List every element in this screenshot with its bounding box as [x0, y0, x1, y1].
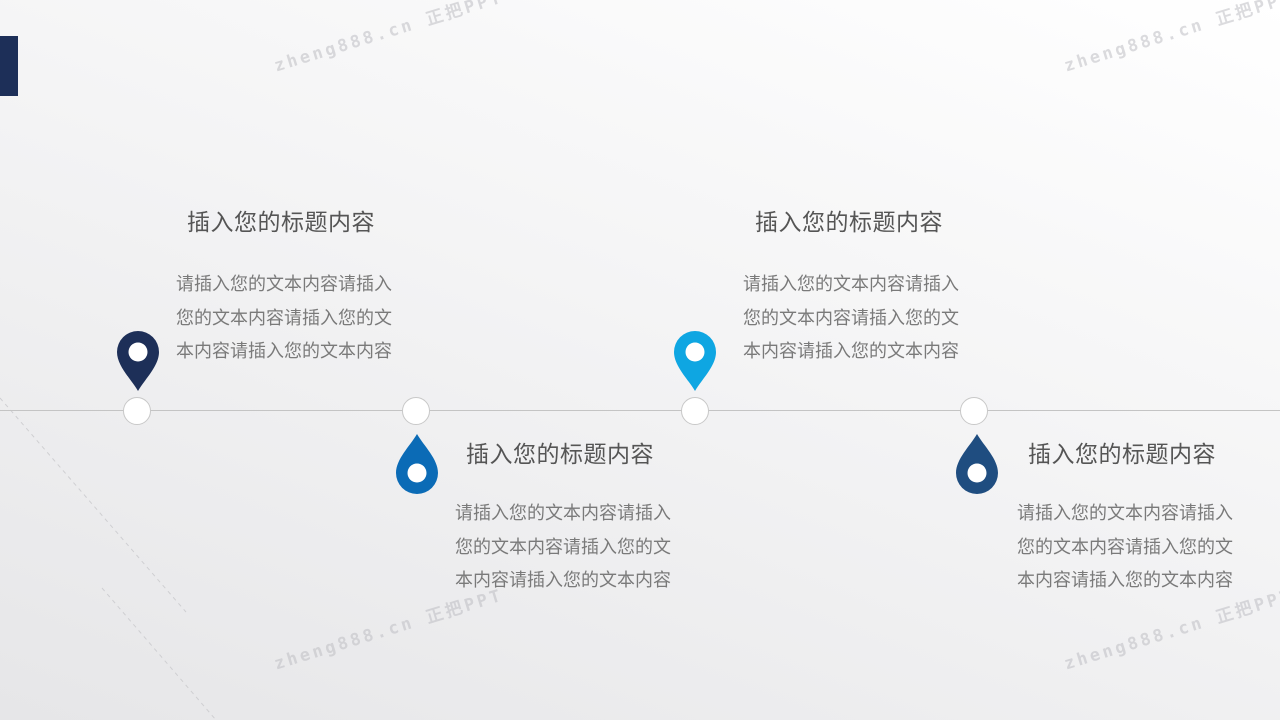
timeline-line	[0, 410, 1280, 411]
timeline-node	[960, 397, 988, 425]
accent-bar	[0, 36, 18, 96]
milestone-text: 请插入您的文本内容请插入您的文本内容请插入您的文本内容请插入您的文本内容	[455, 503, 671, 591]
map-pin-icon	[117, 331, 159, 391]
milestone-text: 请插入您的文本内容请插入您的文本内容请插入您的文本内容请插入您的文本内容	[743, 274, 959, 362]
water-drop-icon	[396, 434, 438, 494]
timeline-node	[402, 397, 430, 425]
milestone-text: 请插入您的文本内容请插入您的文本内容请插入您的文本内容请插入您的文本内容	[1017, 503, 1233, 591]
milestone-title: 插入您的标题内容	[466, 442, 654, 468]
timeline-node	[681, 397, 709, 425]
water-drop-icon	[956, 434, 998, 494]
milestone-title: 插入您的标题内容	[755, 210, 943, 236]
map-pin-icon	[674, 331, 716, 391]
milestone-text: 请插入您的文本内容请插入您的文本内容请插入您的文本内容请插入您的文本内容	[176, 274, 392, 362]
timeline-node	[123, 397, 151, 425]
milestone-title: 插入您的标题内容	[187, 210, 375, 236]
milestone-title: 插入您的标题内容	[1028, 442, 1216, 468]
